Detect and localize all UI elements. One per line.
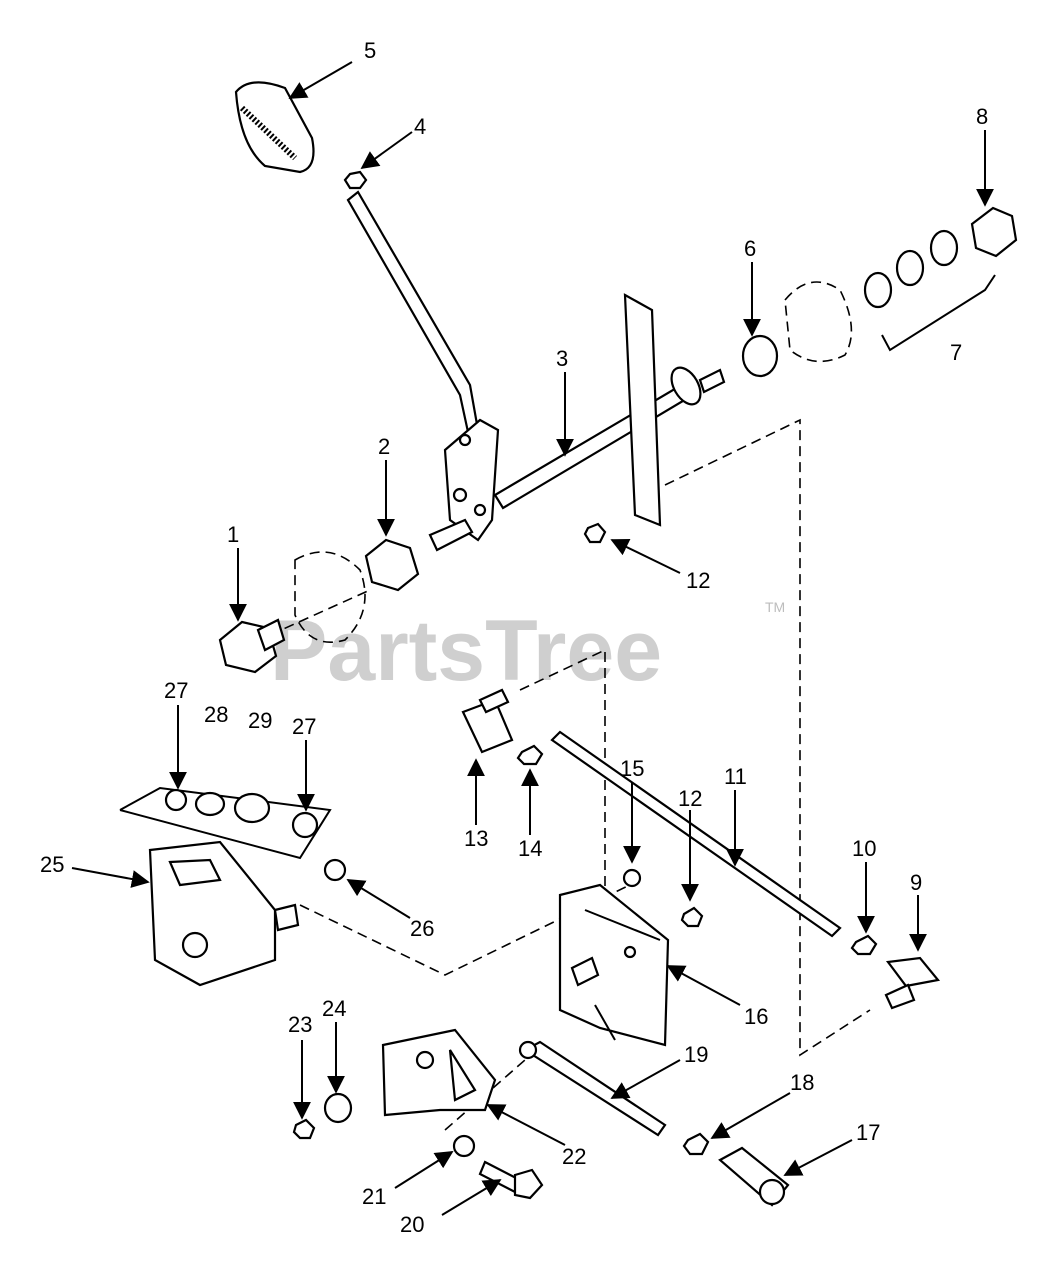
callout-15: 15 [620, 756, 644, 781]
callout-1: 1 [227, 522, 239, 547]
callout-5: 5 [364, 38, 376, 63]
washer-21 [452, 1134, 476, 1158]
callout-13: 13 [464, 826, 488, 851]
callout-12-lower: 12 [678, 786, 702, 811]
shift-plate [558, 883, 670, 1047]
washer-24 [323, 1092, 353, 1124]
rod-end [718, 1146, 790, 1207]
callout-12-upper: 12 [686, 568, 710, 593]
nut-upper [583, 522, 607, 544]
nut-23 [292, 1118, 316, 1140]
callout-11: 11 [724, 764, 747, 789]
hex-nut-right [970, 206, 1018, 258]
callout-25: 25 [40, 852, 64, 877]
nut-18 [682, 1132, 710, 1156]
callout-22: 22 [562, 1144, 586, 1169]
leader-lines [71, 61, 994, 1216]
callout-24: 24 [322, 996, 346, 1021]
callout-20: 20 [400, 1212, 424, 1237]
callout-23: 23 [288, 1012, 312, 1037]
callout-18: 18 [790, 1070, 814, 1095]
callout-17: 17 [856, 1120, 880, 1145]
callout-21: 21 [362, 1184, 386, 1209]
detent-box [119, 786, 332, 860]
threaded-rod [550, 730, 842, 938]
callout-2: 2 [378, 434, 390, 459]
assembly-lines [269, 418, 871, 1131]
callout-3: 3 [556, 346, 568, 371]
clip-15 [622, 868, 642, 888]
hex-nut-left [364, 538, 420, 592]
cross-shaft [493, 293, 726, 527]
watermark-text: PartsTree [270, 603, 662, 699]
lever-bracket [381, 1028, 497, 1117]
lever-nut [343, 170, 368, 190]
callout-28: 28 [204, 702, 228, 727]
link-rod [518, 1040, 667, 1137]
callout-10: 10 [852, 836, 876, 861]
watermark-trademark: TM [765, 599, 785, 615]
callout-4: 4 [414, 114, 426, 139]
callout-7: 7 [950, 340, 962, 365]
callout-19: 19 [684, 1042, 708, 1067]
callout-labels: 1 2 3 4 5 6 7 8 9 10 11 12 12 13 14 15 1… [40, 38, 988, 1237]
nut-14 [516, 744, 544, 766]
callout-27-left: 27 [164, 678, 188, 703]
phantom-gear-left [294, 551, 366, 644]
linkage-swivel [461, 688, 514, 754]
washer-set [863, 229, 996, 352]
callout-8: 8 [976, 104, 988, 129]
detent-parts [164, 788, 319, 839]
nut-lower [680, 906, 704, 928]
callout-6: 6 [744, 236, 756, 261]
callout-16: 16 [744, 1004, 768, 1029]
callout-9: 9 [910, 870, 922, 895]
callout-27-right: 27 [292, 714, 316, 739]
callout-14: 14 [518, 836, 542, 861]
phantom-gear-right [784, 281, 853, 363]
shift-lever [346, 190, 500, 552]
clip-26 [323, 858, 347, 882]
bolt-20 [478, 1160, 544, 1200]
swivel-9 [884, 956, 941, 1010]
hex-bolt [218, 618, 286, 674]
callout-26: 26 [410, 916, 434, 941]
flat-washer [741, 334, 779, 378]
detent-plate [148, 840, 300, 987]
handle-grip [234, 81, 315, 174]
callout-29: 29 [248, 708, 272, 733]
nut-10 [850, 934, 878, 956]
